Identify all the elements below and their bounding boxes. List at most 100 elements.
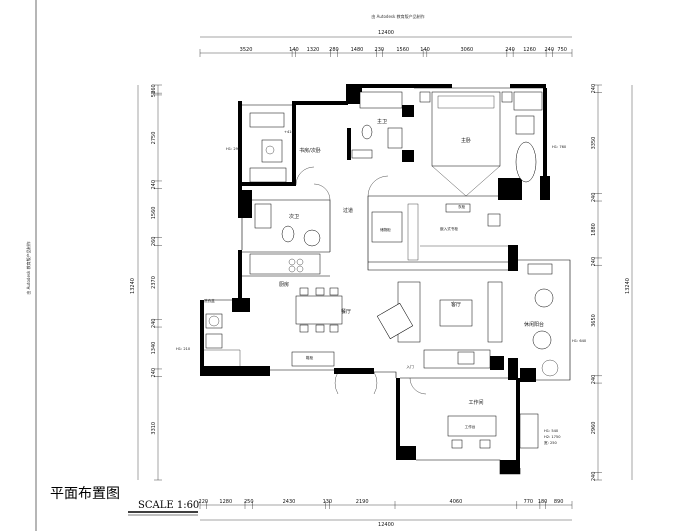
dim-label: 3520	[240, 47, 253, 53]
dim-label: 2750	[151, 132, 157, 145]
drawing-title: 平面布置图	[50, 486, 120, 502]
work-height-1: H1: 540	[544, 429, 559, 433]
dim-label: 260	[151, 237, 157, 247]
wall-left-outer	[200, 300, 204, 370]
walls	[200, 84, 550, 474]
balcony-chair-1	[534, 288, 554, 308]
corridor-bench-label: 衣柜	[458, 204, 466, 209]
bed-pillows	[437, 95, 495, 109]
dim-label: 890	[554, 499, 564, 505]
dining-chair-2	[315, 287, 325, 296]
study-desk	[249, 112, 285, 128]
toilet	[361, 124, 373, 140]
desk-label: 工作台	[465, 424, 476, 429]
dim-label: 240	[591, 257, 597, 267]
dim-label: 1560	[396, 47, 409, 53]
dining-chair-6	[329, 324, 339, 333]
dining-table	[295, 295, 343, 325]
wall-left-study	[238, 101, 242, 191]
top-total-dim: 12400	[378, 30, 394, 36]
dim-label: 2370	[151, 276, 157, 289]
utility-sink	[205, 333, 223, 349]
washer-drum	[208, 315, 220, 327]
room-workroom: 工作间	[468, 399, 483, 406]
work-desk	[447, 415, 497, 437]
dim-label: 3060	[460, 47, 473, 53]
left-ticks	[154, 84, 162, 481]
room-dining: 餐厅	[341, 308, 351, 315]
master-door-arc	[367, 175, 389, 197]
stove-4	[296, 265, 304, 273]
study-height: H1: 290	[226, 147, 241, 151]
wall-bath-block	[402, 105, 414, 117]
wall-right-block	[540, 176, 550, 200]
dining-chair-3	[329, 287, 339, 296]
dim-label: 250	[244, 499, 254, 505]
wall-work-bottom-left	[396, 446, 416, 460]
kitchen-height: H1: 210	[176, 347, 191, 351]
study-bed	[249, 167, 287, 183]
dim-label: 240	[544, 47, 554, 53]
dim-label: 3350	[591, 137, 597, 150]
dim-label: 1480	[351, 47, 364, 53]
dim-label: 140	[289, 47, 299, 53]
dim-label: 220	[199, 499, 209, 505]
dim-label: 3310	[151, 422, 157, 435]
sink	[351, 149, 373, 159]
wall-work-top	[520, 368, 536, 382]
wall-entry-top	[334, 368, 374, 374]
living-armchair	[457, 351, 475, 365]
annotations: H1: 290 H1: 760 H1: 210 H1: 640 H1: 540 …	[176, 130, 587, 445]
balcony-height: H1: 640	[572, 339, 587, 343]
room-entry: 入门	[406, 364, 414, 369]
right-ticks	[594, 84, 602, 481]
work-side-chair	[519, 413, 539, 449]
storage-label: 储物柜	[380, 227, 391, 232]
dressing-table	[513, 91, 543, 111]
room-study: 书房/次卧	[299, 147, 321, 154]
dining-chair-4	[299, 324, 309, 333]
wall-work-bottom-right	[500, 460, 520, 474]
wall-study-bottom	[238, 182, 296, 186]
second-bath-shower	[254, 203, 272, 229]
second-bath-toilet	[281, 225, 295, 243]
wall-top-right	[510, 84, 546, 88]
stove-3	[288, 265, 296, 273]
room-master-bed: 主卧	[461, 137, 471, 144]
corridor-bench	[445, 203, 471, 213]
wall-top-left-block	[346, 84, 362, 104]
bottom-ticks	[199, 501, 573, 509]
wall-left-kitchen	[238, 250, 242, 300]
left-watermark: 由 Autodesk 教育版产品制作	[25, 241, 31, 294]
entry-door-arc-2	[334, 371, 339, 395]
dim-label: 1560	[151, 207, 157, 220]
dim-label: 2430	[283, 499, 296, 505]
entry-door-arc	[373, 371, 378, 395]
dim-label: 240	[591, 193, 597, 203]
living-tv-cabinet	[487, 281, 503, 343]
corridor-outline	[367, 196, 508, 271]
work-height-2: H2: 1750	[544, 435, 561, 439]
wall-work-left	[396, 378, 400, 450]
utility-label: 洗衣盆	[204, 298, 215, 303]
utility-washer	[205, 313, 223, 329]
room-second-bath: 次卫	[289, 213, 299, 220]
master-height: H1: 760	[552, 145, 567, 149]
dim-label: 770	[524, 499, 534, 505]
display-label: 嵌入式书柜	[440, 226, 458, 231]
nightstand-right	[501, 91, 513, 103]
master-bath-tub-top	[359, 91, 403, 109]
wall-balcony-bottom	[508, 358, 518, 380]
bottom-total-dim: 12400	[378, 522, 394, 528]
entry-right-line	[374, 371, 397, 378]
study-door-arc	[295, 166, 315, 186]
dim-label: 1320	[307, 47, 320, 53]
top-watermark: 由 Autodesk 教育版产品制作	[371, 13, 424, 19]
dim-label: 1260	[523, 47, 536, 53]
balcony-outline	[518, 259, 571, 381]
room-labels: 书房/次卧 主卫 主卧 次卫 过道 厨房 餐厅 客厅 休闲阳台 工作间 入门	[279, 118, 544, 406]
